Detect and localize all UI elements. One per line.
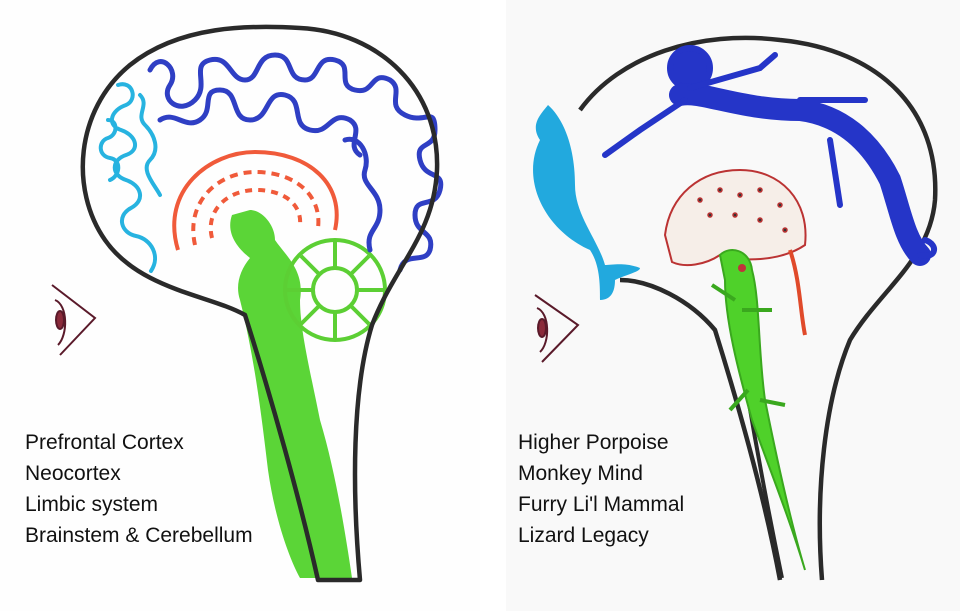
lizard: [710, 249, 806, 571]
dolphin: [533, 105, 640, 300]
prefrontal-folds: [98, 82, 162, 273]
label-limbic-system: Limbic system: [25, 493, 159, 516]
brainstem-shape: [230, 210, 352, 578]
cerebellum: [283, 238, 387, 342]
right-legend: Higher Porpoise Monkey Mind Furry Li'l M…: [518, 427, 684, 551]
brain-outline: [80, 24, 440, 583]
label-monkey-mind: Monkey Mind: [518, 462, 643, 485]
eye-icon: [51, 284, 97, 356]
hedgehog: [663, 168, 807, 336]
label-brainstem-cerebellum: Brainstem & Cerebellum: [25, 524, 253, 547]
left-brain: [51, 24, 444, 583]
label-prefrontal-cortex: Prefrontal Cortex: [25, 431, 184, 454]
limbic-system: [172, 149, 339, 251]
label-lizard-legacy: Lizard Legacy: [518, 524, 649, 547]
right-brain: [533, 35, 938, 581]
label-higher-porpoise: Higher Porpoise: [518, 431, 669, 454]
monkey: [602, 45, 937, 266]
label-neocortex: Neocortex: [25, 462, 121, 485]
left-legend: Prefrontal Cortex Neocortex Limbic syste…: [25, 427, 253, 551]
eye-icon-right: [534, 294, 580, 363]
label-furry-mammal: Furry Li'l Mammal: [518, 493, 685, 516]
brain-outline-right: [578, 35, 938, 581]
